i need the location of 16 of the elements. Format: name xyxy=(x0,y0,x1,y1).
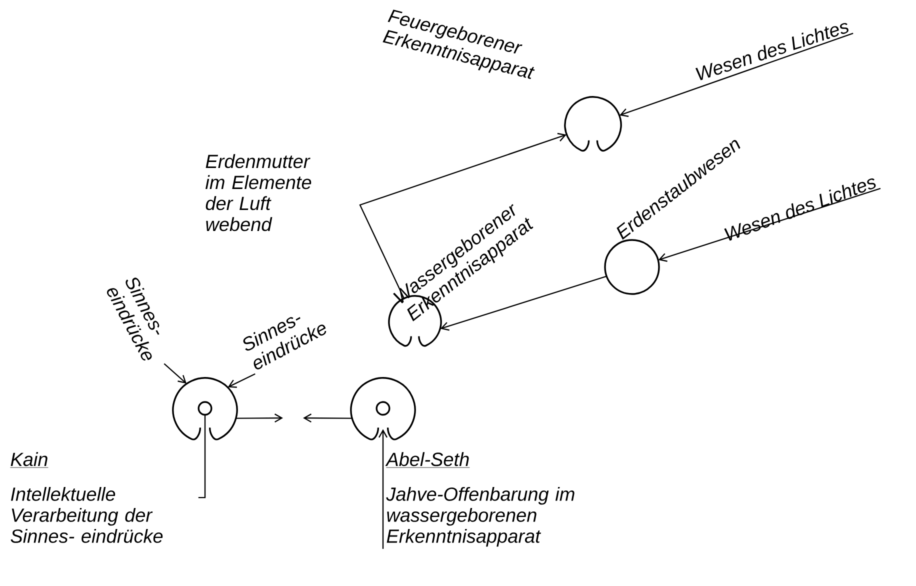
handwritten-label: Wesen des Lichtes xyxy=(695,22,848,80)
arrow xyxy=(303,414,352,423)
eye-symbol xyxy=(350,377,416,440)
circle-symbol xyxy=(604,239,660,295)
arrow xyxy=(440,276,607,331)
handwritten-text-block: Abel-Seth Jahve-Offenbarung im wassergeborenen Erkenntnisapparat xyxy=(385,452,574,547)
eye-symbol xyxy=(172,377,238,440)
handwritten-text-block: Kain Intellektuelle Verarbeitung der Sinnes- eindrücke xyxy=(10,452,163,543)
arrow xyxy=(164,363,187,384)
arrow xyxy=(359,132,566,298)
arrow xyxy=(378,429,388,549)
handwritten-note: Erdenmutter im Elemente der Luft webend xyxy=(206,154,312,232)
arrow xyxy=(658,188,881,262)
arrow xyxy=(236,414,283,423)
arrow xyxy=(228,373,256,388)
arrow xyxy=(620,32,854,117)
